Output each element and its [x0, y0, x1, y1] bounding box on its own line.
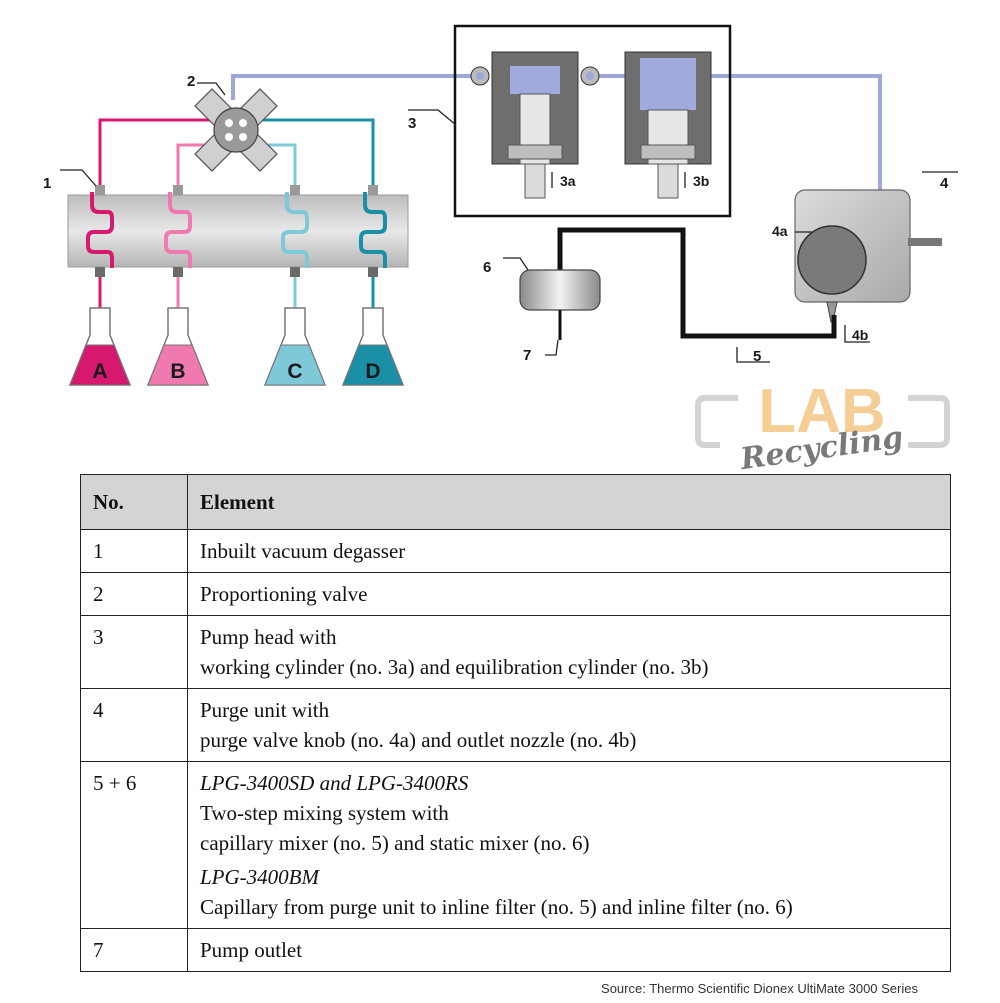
static-mixer [519, 269, 601, 340]
model-name-sd-rs: LPG-3400SD and LPG-3400RS [200, 771, 469, 795]
flask-label-a: A [92, 360, 107, 383]
flask-c: C [263, 307, 327, 386]
row-number: 4 [80, 688, 188, 762]
label-7: 7 [523, 347, 531, 364]
row-text: Pump outlet [200, 938, 303, 962]
row-text: Pump head with [200, 625, 337, 649]
flask-label-c: C [287, 360, 302, 383]
solvent-lines [98, 118, 375, 187]
table-row: 3 Pump head with working cylinder (no. 3… [80, 615, 951, 689]
capillary-mixer [557, 227, 837, 339]
pump-diagram: A B C D [43, 24, 958, 470]
row-number: 3 [80, 615, 188, 689]
flask-a: A [68, 307, 132, 386]
purge-valve-knob [797, 225, 867, 295]
table-row: 1 Inbuilt vacuum degasser [80, 529, 951, 573]
row-text: purge valve knob (no. 4a) and outlet noz… [200, 728, 637, 752]
leader-lines [60, 82, 958, 363]
proportioning-valve [194, 88, 278, 172]
header-no: No. [80, 474, 188, 530]
row-element: LPG-3400SD and LPG-3400RS Two-step mixin… [187, 761, 951, 929]
row-element: Pump head with working cylinder (no. 3a)… [187, 615, 951, 689]
row-element: Proportioning valve [187, 572, 951, 616]
label-3: 3 [408, 115, 416, 132]
row-text: Capillary from purge unit to inline filt… [200, 895, 793, 919]
row-text: Purge unit with [200, 698, 330, 722]
row-element: Inbuilt vacuum degasser [187, 529, 951, 573]
label-2: 2 [187, 73, 195, 90]
row-element: Pump outlet [187, 928, 951, 972]
label-3b: 3b [693, 173, 709, 189]
label-3a: 3a [560, 173, 576, 189]
elements-table: No. Element 1 Inbuilt vacuum degasser 2 … [80, 474, 951, 972]
flask-b: B [146, 307, 210, 386]
flask-d: D [341, 307, 405, 386]
row-number: 7 [80, 928, 188, 972]
label-4b: 4b [852, 327, 868, 343]
row-number: 5 + 6 [80, 761, 188, 929]
equilibration-cylinder [624, 51, 712, 199]
label-6: 6 [483, 259, 491, 276]
row-number: 1 [80, 529, 188, 573]
row-text: Proportioning valve [200, 582, 368, 606]
row-text: capillary mixer (no. 5) and static mixer… [200, 831, 590, 855]
logo-word: LAB [758, 377, 885, 446]
vacuum-degasser [67, 185, 409, 277]
label-1: 1 [43, 175, 51, 192]
lab-recycling-logo: LAB Recycling [695, 377, 950, 470]
working-cylinder [470, 51, 600, 199]
pump-head [453, 24, 732, 218]
row-text: Two-step mixing system with [200, 801, 449, 825]
row-number: 2 [80, 572, 188, 616]
label-5: 5 [753, 348, 761, 365]
flask-label-d: D [365, 360, 380, 383]
table-row: 4 Purge unit with purge valve knob (no. … [80, 688, 951, 762]
source-caption: Source: Thermo Scientific Dionex UltiMat… [601, 981, 918, 996]
flask-label-b: B [170, 360, 185, 383]
label-4a: 4a [772, 223, 788, 239]
purge-unit [794, 189, 942, 323]
callout-labels: 1 2 3 3a 3b 4 4a 4b 5 6 7 [43, 73, 949, 365]
row-element: Purge unit with purge valve knob (no. 4a… [187, 688, 951, 762]
table-row: 7 Pump outlet [80, 928, 951, 972]
row-text: Inbuilt vacuum degasser [200, 539, 406, 563]
table-row: 5 + 6 LPG-3400SD and LPG-3400RS Two-step… [80, 761, 951, 929]
label-4: 4 [940, 175, 949, 192]
row-text: working cylinder (no. 3a) and equilibrat… [200, 655, 709, 679]
model-name-bm: LPG-3400BM [200, 865, 319, 889]
table-row: 2 Proportioning valve [80, 572, 951, 616]
table-header-row: No. Element [80, 474, 951, 530]
header-element: Element [187, 474, 951, 530]
